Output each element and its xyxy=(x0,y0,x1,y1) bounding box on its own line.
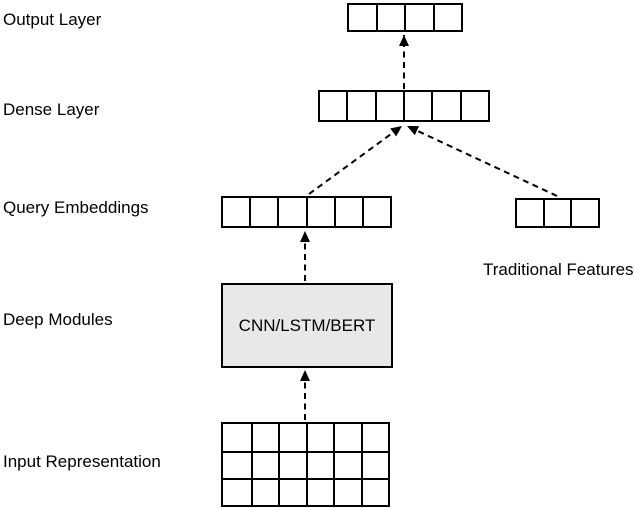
output-layer-vector xyxy=(347,3,463,32)
vector-cell xyxy=(402,92,431,120)
traditional-features-label: Traditional Features xyxy=(483,260,634,279)
vector-cell xyxy=(360,451,388,478)
vector-cell xyxy=(374,92,403,120)
vector-cell xyxy=(361,198,390,226)
vector-cell xyxy=(320,92,346,120)
arrow-traditional-to-dense xyxy=(406,125,558,197)
dense-layer-label: Dense Layer xyxy=(3,100,100,119)
vector-cell xyxy=(404,5,433,30)
query-embeddings-vector xyxy=(221,196,392,228)
query-embeddings-label: Query Embeddings xyxy=(3,198,149,217)
vector-cell xyxy=(431,92,459,120)
vector-cell xyxy=(305,451,333,478)
vector-cell xyxy=(278,424,306,451)
vector-cell xyxy=(542,200,571,226)
vector-cell xyxy=(250,424,279,451)
vector-cell xyxy=(432,5,462,30)
vector-cell xyxy=(333,478,361,505)
vector-cell xyxy=(459,92,488,120)
deep-modules-label: Deep Modules xyxy=(3,310,113,329)
vector-cell xyxy=(277,198,305,226)
vector-cell xyxy=(333,424,361,451)
vector-cell xyxy=(349,5,376,30)
vector-cell xyxy=(278,451,306,478)
vector-cell xyxy=(249,198,277,226)
vector-cell xyxy=(305,198,334,226)
vector-cell xyxy=(223,478,251,505)
vector-cell xyxy=(223,424,251,451)
vector-cell xyxy=(333,198,362,226)
dense-layer-vector xyxy=(318,90,490,122)
input-representation-grid xyxy=(221,422,390,507)
traditional-features-vector xyxy=(515,198,600,228)
output-layer-label: Output Layer xyxy=(3,10,102,29)
deep-module-box-text: CNN/LSTM/BERT xyxy=(238,315,376,335)
deep-module-box: CNN/LSTM/BERT xyxy=(221,283,393,368)
vector-cell xyxy=(570,200,598,226)
vector-cell xyxy=(278,478,306,505)
vector-cell xyxy=(517,200,543,226)
vector-cell xyxy=(333,451,361,478)
vector-cell xyxy=(250,478,278,505)
vector-cell xyxy=(223,198,249,226)
vector-cell xyxy=(375,5,405,30)
vector-cell xyxy=(360,424,389,451)
input-representation-label: Input Representation xyxy=(3,452,161,471)
vector-cell xyxy=(250,451,278,478)
vector-cell xyxy=(346,92,374,120)
vector-cell xyxy=(360,478,388,505)
arrow-query-to-dense xyxy=(308,125,403,195)
vector-cell xyxy=(305,424,334,451)
vector-cell xyxy=(305,478,333,505)
vector-cell xyxy=(223,451,251,478)
